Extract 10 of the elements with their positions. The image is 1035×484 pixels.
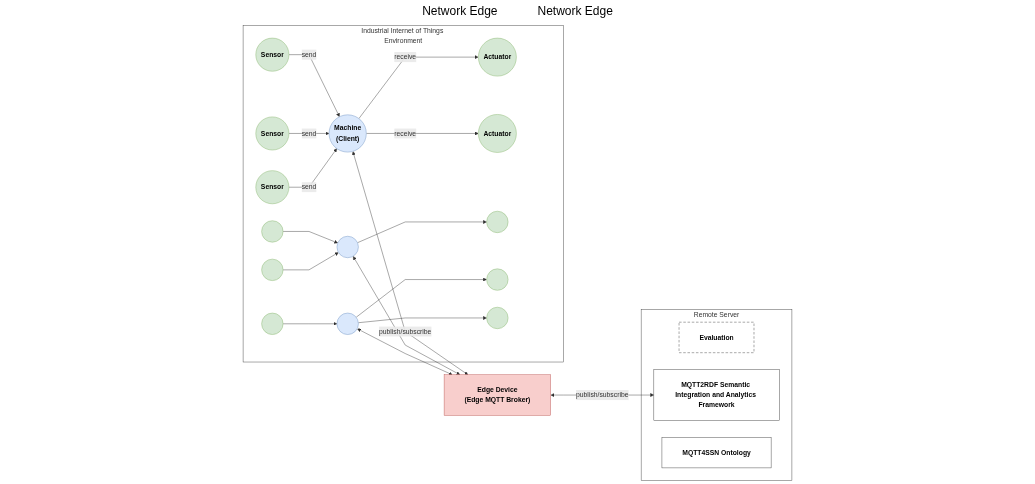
node-circle bbox=[261, 220, 284, 243]
node-circle bbox=[486, 268, 509, 291]
node-circle bbox=[486, 211, 509, 233]
node-circle bbox=[336, 236, 359, 258]
node-circle bbox=[261, 258, 284, 281]
node-circle bbox=[261, 312, 284, 335]
node-circle bbox=[336, 312, 359, 335]
node-circle bbox=[486, 307, 509, 329]
network-edge-label: Network Edge bbox=[422, 4, 498, 18]
network-edge-label: Network Edge bbox=[537, 4, 613, 18]
